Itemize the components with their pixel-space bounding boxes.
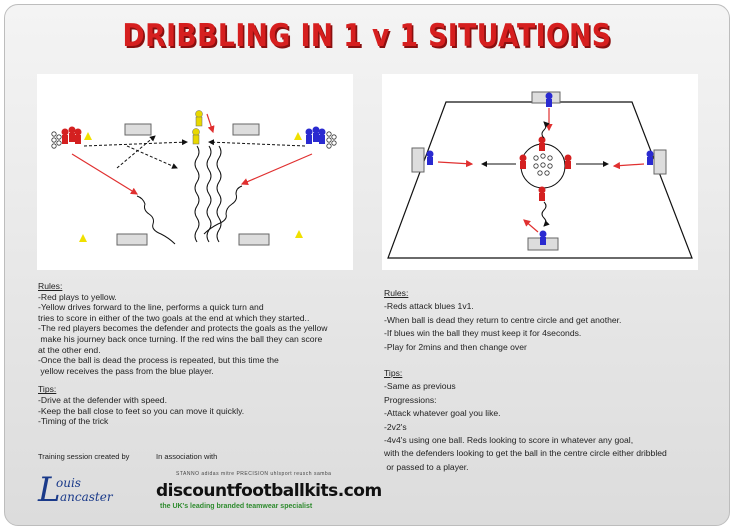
pass-lines (83, 135, 306, 169)
rule-line: -Once the ball is dead the process is re… (38, 355, 279, 366)
red-attack-arrows (481, 121, 609, 227)
tip-line: -Keep the ball close to feet so you can … (38, 405, 245, 416)
rule-line: yellow receives the pass from the blue p… (38, 365, 214, 376)
rule-line: at the other end. (38, 344, 101, 355)
rule-line: -Red plays to yellow. (38, 291, 117, 302)
tip-line: -2v2's (384, 421, 407, 432)
ball-pile-right (326, 131, 337, 149)
red-players (61, 126, 82, 144)
yellow-players (192, 110, 203, 145)
tip-line: -Drive at the defender with speed. (38, 394, 167, 405)
tip-line: or passed to a player. (384, 461, 469, 472)
ball-pile-left (51, 131, 62, 149)
cone-icon (84, 132, 92, 140)
rule-line: -Reds attack blues 1v1. (384, 301, 474, 312)
left-tips-heading: Tips: (38, 384, 57, 395)
louis-lancaster-logo: L ouis ancaster (34, 470, 134, 514)
goal-top-left (124, 123, 152, 136)
tip-line: with the defenders looking to get the ba… (384, 448, 667, 459)
red-players (519, 136, 572, 201)
cone-icon (79, 234, 87, 242)
right-drill-diagram (387, 91, 693, 259)
goal-left (411, 147, 425, 173)
logo-name-bottom: ancaster (60, 490, 113, 504)
right-rules-text: Rules: -Reds attack blues 1v1. -When bal… (384, 287, 714, 474)
goal-bottom-left (116, 233, 148, 246)
rule-line: -Play for 2mins and then change over (384, 341, 527, 352)
rule-line: tries to score in either of the two goal… (38, 312, 310, 323)
dribble-lines (136, 145, 243, 245)
blue-players (426, 92, 654, 245)
rule-line: -When ball is dead they return to centre… (384, 314, 622, 325)
association-label: In association with (156, 452, 218, 461)
tip-line: -Timing of the trick (38, 416, 109, 427)
rule-line: -If blues win the ball they must keep it… (384, 328, 582, 339)
right-rules-heading: Rules: (384, 288, 409, 298)
tip-line: -Attack whatever goal you like. (384, 408, 501, 419)
left-rules-heading: Rules: (38, 281, 63, 291)
left-rules-text: Rules: -Red plays to yellow. -Yellow dri… (38, 281, 368, 427)
created-by-label: Training session created by (38, 452, 130, 461)
run-arrows (71, 113, 313, 195)
logo-letter-l-icon: L (38, 470, 61, 510)
discountfootballkits-brand: discountfootballkits.com (156, 481, 382, 501)
tip-line: Progressions: (384, 394, 437, 405)
goal-top-right (232, 123, 260, 136)
cone-icon (295, 230, 303, 238)
tip-line: -4v4's using one ball. Reds looking to s… (384, 435, 634, 446)
rule-line: -The red players becomes the defender an… (38, 323, 328, 334)
blue-players (305, 126, 326, 144)
goal-bottom-right (238, 233, 270, 246)
tip-line: -Same as previous (384, 381, 456, 392)
page-title: DRIBBLING IN 1 v 1 SITUATIONS (122, 18, 612, 54)
logo-name-top: ouis (56, 476, 81, 490)
sponsor-logos: STANNO adidas mitre PRECISION uhlsport r… (176, 471, 332, 477)
rule-line: -Yellow drives forward to the line, perf… (38, 302, 264, 313)
cone-icon (294, 132, 302, 140)
left-drill-diagram (51, 110, 337, 246)
ball-pile-centre (533, 153, 553, 176)
right-diagram-panel (382, 74, 698, 270)
right-tips-heading: Tips: (384, 368, 403, 379)
goal-right (653, 149, 667, 175)
left-diagram-panel (37, 74, 353, 270)
brand-tagline: the UK's leading branded teamwear specia… (160, 503, 313, 510)
rule-line: make his journey back once turning. If t… (38, 333, 323, 344)
